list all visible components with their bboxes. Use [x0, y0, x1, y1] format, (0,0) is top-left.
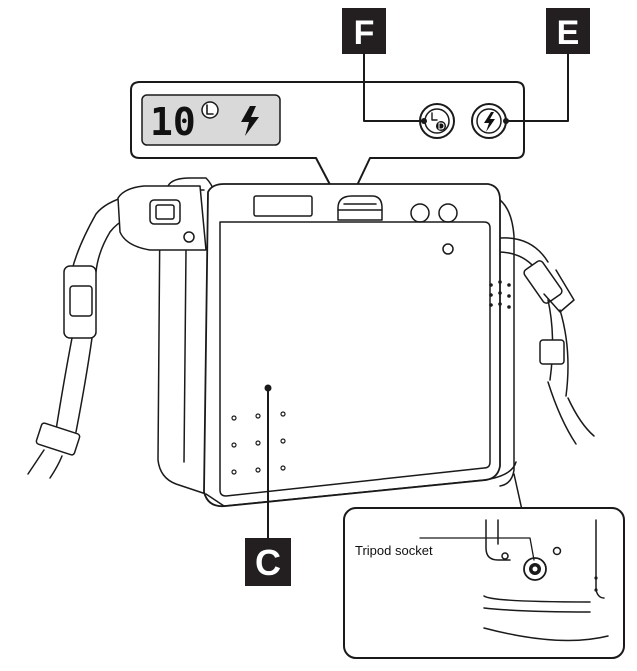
callout-c: C	[245, 538, 291, 586]
callout-f-label: F	[354, 14, 375, 52]
callout-e-label: E	[557, 14, 580, 52]
viewfinder	[149, 199, 181, 225]
speaker-grille	[489, 280, 511, 309]
tripod-socket	[523, 557, 547, 581]
right-strap	[497, 237, 595, 445]
callout-f-leader	[363, 53, 425, 122]
flash-button[interactable]	[471, 103, 507, 139]
lcd-display: 10	[141, 94, 281, 146]
lcd-counter: 10	[150, 100, 196, 144]
shutter-slot	[337, 195, 383, 221]
l-mode-icon	[201, 101, 219, 119]
screen-dot-grid	[231, 411, 286, 475]
callout-f: F	[342, 8, 386, 54]
l-d-mode-button-icon	[436, 121, 446, 131]
rear-screen	[219, 221, 491, 497]
tripod-leader	[419, 537, 535, 561]
camera-body	[117, 177, 517, 508]
callout-e-leader	[505, 53, 569, 122]
inset-pointer	[513, 473, 546, 511]
tripod-socket-label: Tripod socket	[355, 543, 433, 558]
flash-button-icon	[484, 112, 495, 132]
callout-e: E	[546, 8, 590, 54]
callout-c-label: C	[255, 542, 281, 583]
tripod-inset: Tripod socket	[343, 507, 625, 659]
left-strap	[27, 189, 171, 479]
flash-icon	[241, 106, 259, 136]
top-control-panel: 10	[130, 81, 525, 197]
